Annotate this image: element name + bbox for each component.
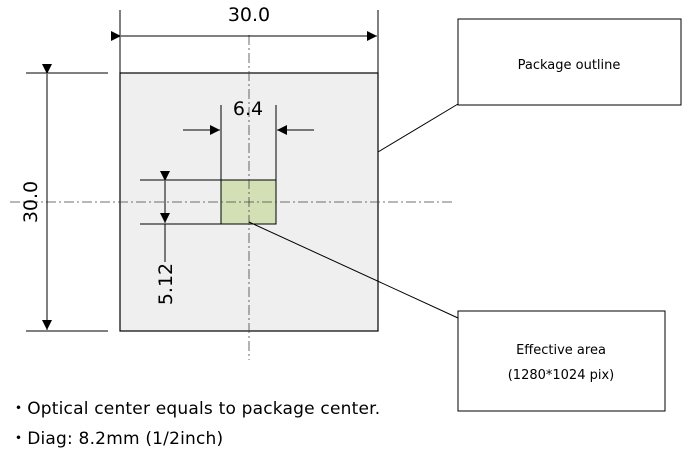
area-height-dimension: 5.12 bbox=[140, 171, 221, 305]
package-width-dimension: 30.0 bbox=[111, 4, 379, 73]
note-optical-center: ・Optical center equals to package center… bbox=[10, 399, 381, 419]
package-height-label: 30.0 bbox=[20, 181, 42, 223]
note-diagonal: ・Diag: 8.2mm (1/2inch) bbox=[10, 429, 224, 449]
effective-callout-sublabel: (1280*1024 pix) bbox=[508, 368, 615, 383]
effective-callout-box: Effective area (1280*1024 pix) bbox=[457, 310, 666, 412]
package-callout-box: Package outline bbox=[457, 18, 682, 106]
package-width-label: 30.0 bbox=[228, 4, 270, 26]
effective-callout-leader bbox=[248, 221, 459, 319]
package-callout-leader bbox=[377, 103, 459, 153]
package-callout-label: Package outline bbox=[518, 58, 621, 73]
package-height-dimension: 30.0 bbox=[20, 64, 108, 332]
area-width-dimension: 6.4 bbox=[183, 98, 314, 180]
effective-callout-label: Effective area bbox=[516, 343, 606, 358]
area-height-label: 5.12 bbox=[155, 263, 177, 305]
area-width-label: 6.4 bbox=[233, 98, 263, 120]
